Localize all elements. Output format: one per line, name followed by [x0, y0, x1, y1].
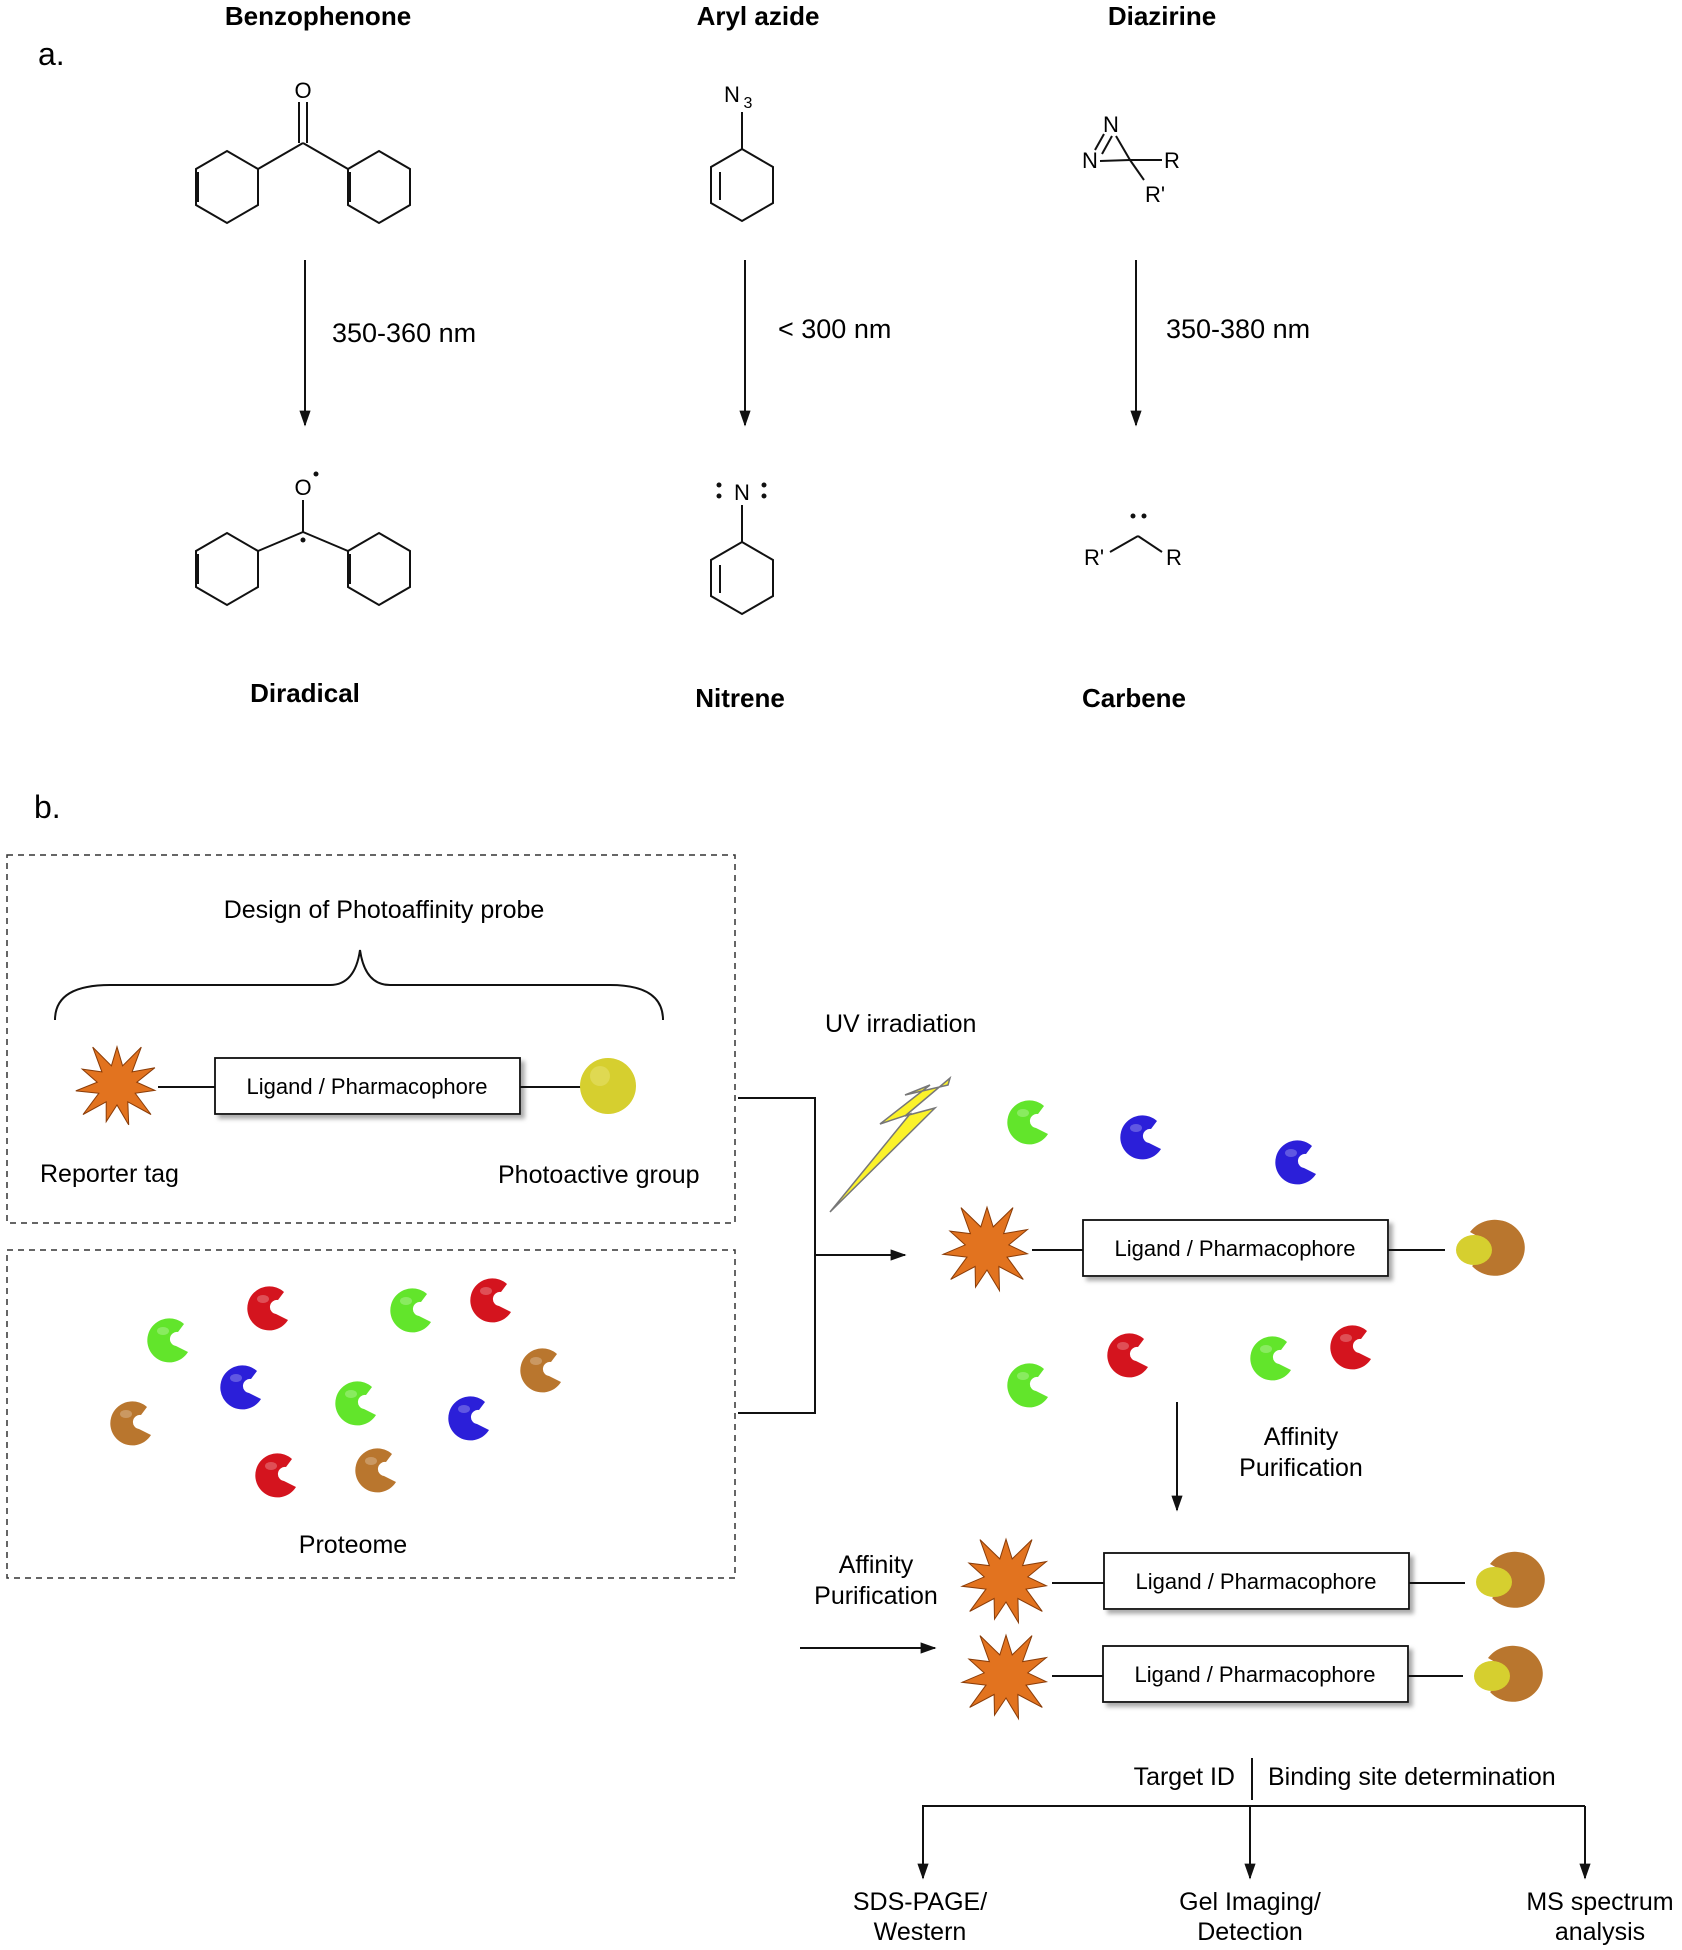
proteome-protein — [335, 1381, 376, 1426]
probe-design-title: Design of Photoaffinity probe — [224, 896, 545, 924]
affinity-label-1-line1: Affinity — [1264, 1423, 1339, 1451]
diradical-oxygen: O — [294, 475, 311, 500]
panel-a-label: a. — [38, 36, 65, 72]
aryl-azide-title: Aryl azide — [697, 1, 820, 31]
ms-spectrum-line2: analysis — [1555, 1918, 1645, 1946]
probe-design-box — [6, 854, 736, 1224]
ligand-box-purified-1 — [1103, 1552, 1410, 1610]
proteome-protein — [355, 1448, 396, 1493]
ligand-box-purified-2 — [1102, 1645, 1409, 1703]
carbene-structure: R' R — [1084, 513, 1182, 570]
carbene-r: R — [1166, 545, 1182, 570]
unbound-protein — [1007, 1100, 1048, 1145]
uv-irradiation-label: UV irradiation — [825, 1010, 976, 1038]
diazirine-wavelength: 350-380 nm — [1166, 314, 1310, 344]
photoactive-group-label: Photoactive group — [498, 1161, 700, 1189]
merge-connector — [738, 1097, 816, 1414]
ligand-label-purified-1: Ligand / Pharmacophore — [1136, 1569, 1377, 1594]
affinity-label-2-line2: Purification — [814, 1582, 938, 1610]
proteome-protein — [255, 1453, 296, 1498]
affinity-label-2-line1: Affinity — [839, 1551, 914, 1579]
diazirine-structure: N N R R' — [1082, 112, 1180, 207]
ligand-label-probe: Ligand / Pharmacophore — [247, 1074, 488, 1099]
proteome-protein — [390, 1288, 431, 1333]
diazirine-r: R — [1164, 148, 1180, 173]
radical-dot — [313, 471, 319, 477]
diazirine-title: Diazirine — [1108, 1, 1216, 31]
probe-brace — [54, 949, 664, 1021]
binding-site-label: Binding site determination — [1268, 1763, 1556, 1791]
gel-imaging-line1: Gel Imaging/ — [1179, 1888, 1321, 1916]
diazirine-r-prime: R' — [1145, 182, 1165, 207]
diradical-label: Diradical — [250, 678, 360, 708]
benzophenone-structure: O — [195, 78, 411, 224]
oxygen-atom: O — [294, 78, 311, 103]
unbound-protein — [1250, 1336, 1291, 1381]
benzophenone-title: Benzophenone — [225, 1, 411, 31]
sds-page-line2: Western — [874, 1918, 967, 1946]
bound-target-protein — [1474, 1645, 1543, 1702]
unbound-protein — [1120, 1115, 1161, 1160]
lightning-bolt — [829, 1075, 952, 1213]
nitrene-structure: N — [710, 480, 774, 615]
target-id-label: Target ID — [1134, 1763, 1235, 1791]
diradical-structure: O — [195, 471, 411, 606]
proteome-label: Proteome — [299, 1531, 407, 1559]
benzophenone-wavelength: 350-360 nm — [332, 318, 476, 348]
ms-spectrum-line1: MS spectrum — [1526, 1888, 1673, 1916]
reporter-tag-label: Reporter tag — [40, 1160, 179, 1188]
proteome-protein — [247, 1286, 288, 1331]
reporter-tag-star — [75, 1045, 157, 1126]
proteome-protein — [448, 1396, 489, 1441]
azide-wavelength: < 300 nm — [778, 314, 891, 344]
diazirine-n-top: N — [1103, 112, 1119, 137]
carbene-label: Carbene — [1082, 683, 1186, 713]
unbound-protein — [1330, 1325, 1371, 1370]
affinity-label-1-line2: Purification — [1239, 1454, 1363, 1482]
sds-page-line1: SDS-PAGE/ — [853, 1888, 987, 1916]
proteome-protein — [220, 1365, 261, 1410]
carbene-r-prime: R' — [1084, 545, 1104, 570]
azide-n-atom: N — [724, 82, 740, 107]
proteome-box — [6, 1249, 736, 1579]
proteome-protein — [520, 1348, 561, 1393]
ligand-label-purified-2: Ligand / Pharmacophore — [1135, 1662, 1376, 1687]
unbound-protein — [1107, 1333, 1148, 1378]
panel-b-label: b. — [34, 789, 61, 825]
radical-dot — [300, 537, 306, 543]
proteome-protein — [147, 1318, 188, 1363]
gel-imaging-line2: Detection — [1197, 1918, 1303, 1946]
bound-target-protein — [1476, 1551, 1545, 1608]
aryl-azide-structure: N 3 — [710, 82, 774, 222]
photoactive-group-ball — [580, 1058, 636, 1114]
azide-subscript: 3 — [744, 95, 753, 112]
proteome-protein — [110, 1401, 151, 1446]
ligand-box-crosslinked — [1082, 1219, 1389, 1277]
unbound-protein — [1007, 1363, 1048, 1408]
reporter-tag-star — [960, 1537, 1049, 1625]
bound-target-protein — [1456, 1219, 1525, 1276]
diazirine-n-bottom: N — [1082, 148, 1098, 173]
reporter-tag-star — [941, 1205, 1030, 1293]
proteome-protein — [470, 1278, 511, 1323]
nitrene-n-atom: N — [734, 480, 750, 505]
reporter-tag-star — [960, 1633, 1049, 1721]
unbound-protein — [1275, 1140, 1316, 1185]
ligand-label-crosslinked: Ligand / Pharmacophore — [1115, 1236, 1356, 1261]
nitrene-label: Nitrene — [695, 683, 785, 713]
